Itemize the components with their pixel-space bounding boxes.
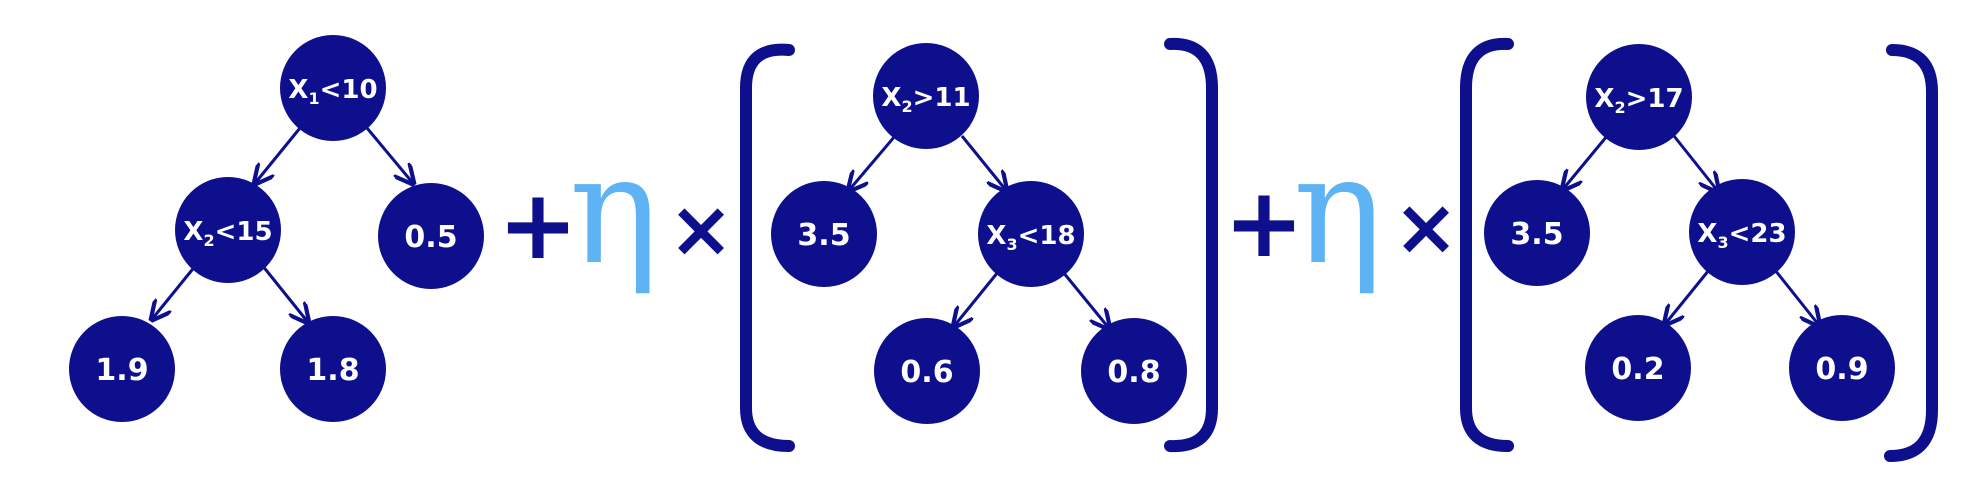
svg-text:3.5: 3.5 <box>1510 217 1563 252</box>
leaf-node: 3.5 <box>771 181 877 287</box>
leaf-node: 1.9 <box>69 316 175 422</box>
edge <box>955 271 1000 325</box>
tree-node-right: X3<23 <box>1689 179 1795 285</box>
svg-text:0.9: 0.9 <box>1815 352 1868 387</box>
svg-text:X1<10: X1<10 <box>288 75 377 108</box>
leaf-node: 0.6 <box>874 318 980 424</box>
svg-text:X2<15: X2<15 <box>183 217 272 250</box>
leaf-node: 0.9 <box>1789 315 1895 421</box>
edge <box>850 135 897 189</box>
tree-node-left: X2<15 <box>175 177 281 283</box>
left-bracket <box>740 43 795 452</box>
edge <box>960 135 1005 189</box>
svg-text:X3<23: X3<23 <box>1697 219 1786 252</box>
leaf-node: 1.8 <box>280 316 386 422</box>
svg-text:0.8: 0.8 <box>1107 355 1160 390</box>
eta-symbol: η <box>569 124 659 298</box>
edge <box>1666 269 1711 323</box>
leaf-node: 0.8 <box>1081 318 1187 424</box>
svg-text:3.5: 3.5 <box>797 218 850 253</box>
svg-text:0.5: 0.5 <box>404 220 457 255</box>
svg-text:1.8: 1.8 <box>306 353 359 388</box>
svg-text:0.2: 0.2 <box>1611 352 1664 387</box>
tree-1: X1<10 X2<15 0.5 1.9 1.8 <box>69 35 484 422</box>
right-bracket <box>1884 44 1938 462</box>
edge <box>1564 135 1609 188</box>
tree-node-root: X2>17 <box>1586 44 1692 150</box>
left-bracket <box>1460 37 1514 452</box>
leaf-node: 0.5 <box>378 183 484 289</box>
svg-text:X2>11: X2>11 <box>881 83 970 116</box>
leaf-node: 0.2 <box>1585 315 1691 421</box>
svg-text:X3<18: X3<18 <box>986 221 1075 254</box>
times-symbol: × <box>1393 183 1458 273</box>
leaf-node: 3.5 <box>1484 180 1590 286</box>
edge <box>365 127 412 182</box>
tree-node-right: X3<18 <box>978 181 1084 287</box>
edge <box>256 127 302 182</box>
right-bracket <box>1164 37 1218 453</box>
plus-symbol: + <box>1224 167 1304 279</box>
operator-group-2: + η × <box>1224 124 1459 298</box>
tree-2: X2>11 3.5 X3<18 0.6 0.8 <box>771 43 1187 424</box>
tree-3: X2>17 3.5 X3<23 0.2 0.9 <box>1484 44 1895 421</box>
edge <box>1672 135 1717 190</box>
edge <box>260 264 307 321</box>
edge <box>1061 271 1108 327</box>
svg-text:1.9: 1.9 <box>95 353 148 388</box>
svg-text:X2>17: X2>17 <box>1594 84 1683 117</box>
operator-group-1: + η × <box>498 124 734 298</box>
tree-node-root: X2>11 <box>873 43 979 149</box>
plus-symbol: + <box>498 169 578 281</box>
svg-text:0.6: 0.6 <box>900 355 953 390</box>
tree-node-root: X1<10 <box>280 35 386 141</box>
edge <box>153 264 198 318</box>
eta-symbol: η <box>1293 124 1383 298</box>
times-symbol: × <box>668 185 733 275</box>
edge <box>1773 269 1818 324</box>
